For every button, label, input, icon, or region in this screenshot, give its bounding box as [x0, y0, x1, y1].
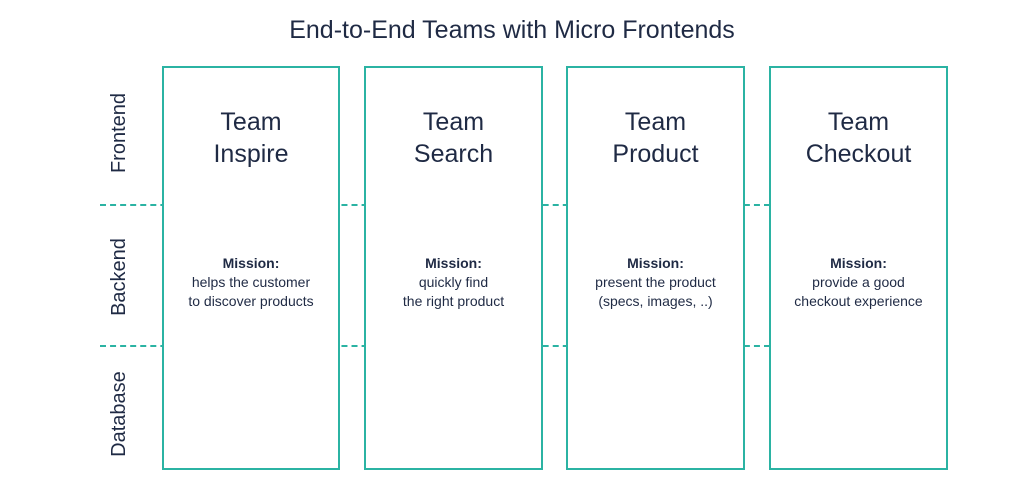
team-column-product: Team Product Mission: present the produc… [566, 66, 745, 470]
team-column-search: Team Search Mission: quickly find the ri… [364, 66, 543, 470]
team-name-line1: Team [422, 108, 485, 136]
mission-line1: helps the customer [191, 274, 311, 290]
team-mission: Mission: present the product (specs, ima… [568, 254, 743, 311]
mission-line2: the right product [402, 293, 505, 309]
team-mission: Mission: quickly find the right product [366, 254, 541, 311]
team-name-line1: Team [827, 108, 890, 136]
team-name: Team Search [366, 106, 541, 170]
team-name-line2: Inspire [213, 140, 289, 168]
team-mission: Mission: provide a good checkout experie… [771, 254, 946, 311]
mission-line2: checkout experience [794, 293, 923, 309]
team-column-inspire: Team Inspire Mission: helps the customer… [162, 66, 340, 470]
mission-line2: to discover products [188, 293, 314, 309]
diagram-title: End-to-End Teams with Micro Frontends [289, 16, 735, 44]
team-name: Team Checkout [771, 106, 946, 170]
mission-heading: Mission: [830, 255, 887, 271]
mission-line1: quickly find [418, 274, 489, 290]
mission-line1: provide a good [812, 274, 905, 290]
team-name-line2: Search [413, 140, 494, 168]
team-name-line1: Team [624, 108, 687, 136]
team-name-line2: Checkout [805, 140, 912, 168]
layer-label-database: Database [108, 371, 130, 457]
team-name: Team Product [568, 106, 743, 170]
team-name-line2: Product [612, 140, 699, 168]
team-column-checkout: Team Checkout Mission: provide a good ch… [769, 66, 948, 470]
team-mission: Mission: helps the customer to discover … [164, 254, 338, 311]
layer-label-backend: Backend [108, 238, 130, 316]
mission-heading: Mission: [425, 255, 482, 271]
mission-heading: Mission: [222, 255, 280, 271]
mission-line2: (specs, images, ..) [598, 293, 713, 309]
team-name-line1: Team [220, 108, 282, 136]
mission-heading: Mission: [627, 255, 684, 271]
team-name: Team Inspire [164, 106, 338, 170]
mission-line1: present the product [595, 274, 716, 290]
layer-label-frontend: Frontend [108, 92, 130, 174]
